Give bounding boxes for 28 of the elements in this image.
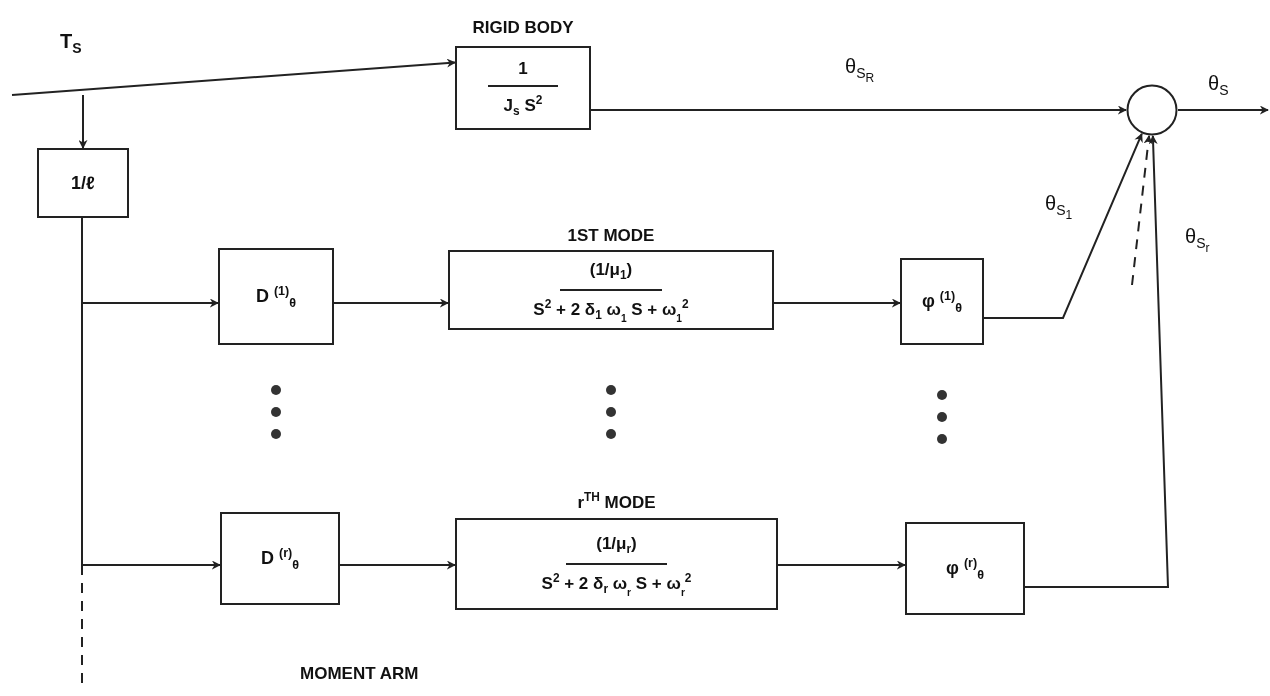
arrow xyxy=(333,298,449,308)
gain-block xyxy=(900,258,984,345)
gain-block xyxy=(220,512,340,605)
gain-block xyxy=(218,248,334,345)
edge-label: θ$_{S}$ xyxy=(1208,72,1229,98)
arrow xyxy=(1177,105,1269,115)
arrow xyxy=(777,560,906,570)
gain-block xyxy=(37,148,129,218)
block-text: 1/ℓ xyxy=(71,172,95,194)
numerator: (1/μ$_{r}$) xyxy=(566,532,667,565)
note-text: MOMENT ARM xyxy=(300,664,419,684)
summing-junction xyxy=(1126,84,1178,136)
numerator: 1 xyxy=(488,57,558,88)
block-title: 1ST MODE xyxy=(566,226,656,246)
arrow xyxy=(1024,135,1170,588)
denominator: J$_{s}$ S$^{2}$ xyxy=(503,92,543,119)
input-label: T$_{S}$ xyxy=(12,30,102,95)
arrow xyxy=(1131,134,1153,286)
arrow xyxy=(78,94,88,149)
numerator: (1/μ$_{1}$) xyxy=(559,258,663,291)
arrow xyxy=(983,132,1143,319)
gain-block xyxy=(905,522,1025,615)
arrow xyxy=(773,298,901,308)
block-title: RIGID BODY xyxy=(471,18,575,38)
arrow xyxy=(590,105,1127,115)
arrow xyxy=(339,560,456,570)
arrow xyxy=(11,58,456,96)
block-title: r$^{TH}$ MODE xyxy=(576,490,657,513)
